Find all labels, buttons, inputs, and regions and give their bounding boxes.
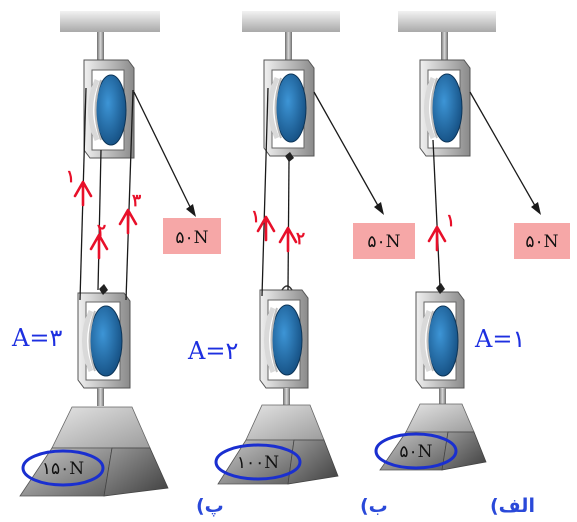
fixed-pulley-alef bbox=[419, 59, 471, 157]
strand-label-pe-1: ۱ bbox=[66, 167, 75, 187]
ceiling-rod-be bbox=[285, 32, 292, 62]
tension-arrow-pe-1 bbox=[73, 180, 93, 207]
rope-strands-alef bbox=[432, 91, 539, 289]
weight-label-pe: ۱۵۰N bbox=[42, 459, 84, 479]
advantage-label-be: A=۲ bbox=[187, 337, 238, 365]
tension-arrow-pe-2 bbox=[89, 233, 109, 260]
movable-pulley-alef bbox=[415, 283, 465, 389]
strand-label-alef-1: ۱ bbox=[446, 211, 455, 231]
strand-label-pe-3: ۳ bbox=[132, 191, 141, 211]
rope-strands-be bbox=[261, 87, 382, 297]
strand-label-pe-2: ۲ bbox=[97, 221, 106, 241]
strand-label-be-1: ۱ bbox=[251, 207, 260, 227]
tension-arrow-be-1 bbox=[256, 215, 276, 242]
pull-arrowhead-pe bbox=[186, 204, 196, 217]
caption-alef: الف) bbox=[490, 495, 535, 517]
ceiling-bar-pe bbox=[60, 11, 160, 32]
force-label-pe: ۵۰N bbox=[175, 228, 208, 248]
caption-pe: پ) bbox=[196, 495, 224, 517]
tension-arrow-be-2 bbox=[278, 226, 298, 253]
weight-label-alef: ۵۰N bbox=[399, 442, 432, 462]
weight-ellipse-be: ۱۰۰N bbox=[214, 443, 302, 481]
force-label-be: ۵۰N bbox=[367, 232, 400, 252]
ceiling-bar-be bbox=[242, 11, 340, 32]
force-box-be: ۵۰N bbox=[353, 223, 415, 259]
tension-arrow-alef-1 bbox=[427, 225, 447, 252]
weight-ellipse-alef: ۵۰N bbox=[374, 432, 458, 470]
force-label-alef: ۵۰N bbox=[525, 232, 558, 252]
strand-label-be-2: ۲ bbox=[296, 229, 305, 249]
pull-arrowhead-be bbox=[374, 202, 384, 215]
force-box-pe: ۵۰N bbox=[163, 218, 221, 254]
fixed-pulley-be bbox=[263, 59, 315, 162]
movable-pulley-be bbox=[259, 285, 309, 389]
ceiling-bar-alef bbox=[398, 11, 496, 32]
tension-arrow-pe-3 bbox=[118, 208, 138, 235]
movable-pulley-pe bbox=[77, 284, 131, 389]
advantage-label-pe: A=۳ bbox=[11, 324, 62, 352]
ceiling-rod-alef bbox=[441, 32, 448, 62]
caption-be: ب) bbox=[360, 495, 388, 517]
pull-arrowhead-alef bbox=[531, 202, 541, 215]
force-box-alef: ۵۰N bbox=[514, 223, 570, 259]
ceiling-rod-pe bbox=[97, 32, 104, 62]
tension-arrows bbox=[73, 180, 447, 260]
load-block-be bbox=[217, 388, 339, 485]
weight-ellipse-pe: ۱۵۰N bbox=[21, 449, 105, 487]
load-block-alef bbox=[379, 388, 487, 471]
advantage-label-alef: A=۱ bbox=[474, 325, 525, 353]
fixed-pulley-pe bbox=[83, 59, 135, 159]
weight-label-be: ۱۰۰N bbox=[237, 453, 279, 473]
